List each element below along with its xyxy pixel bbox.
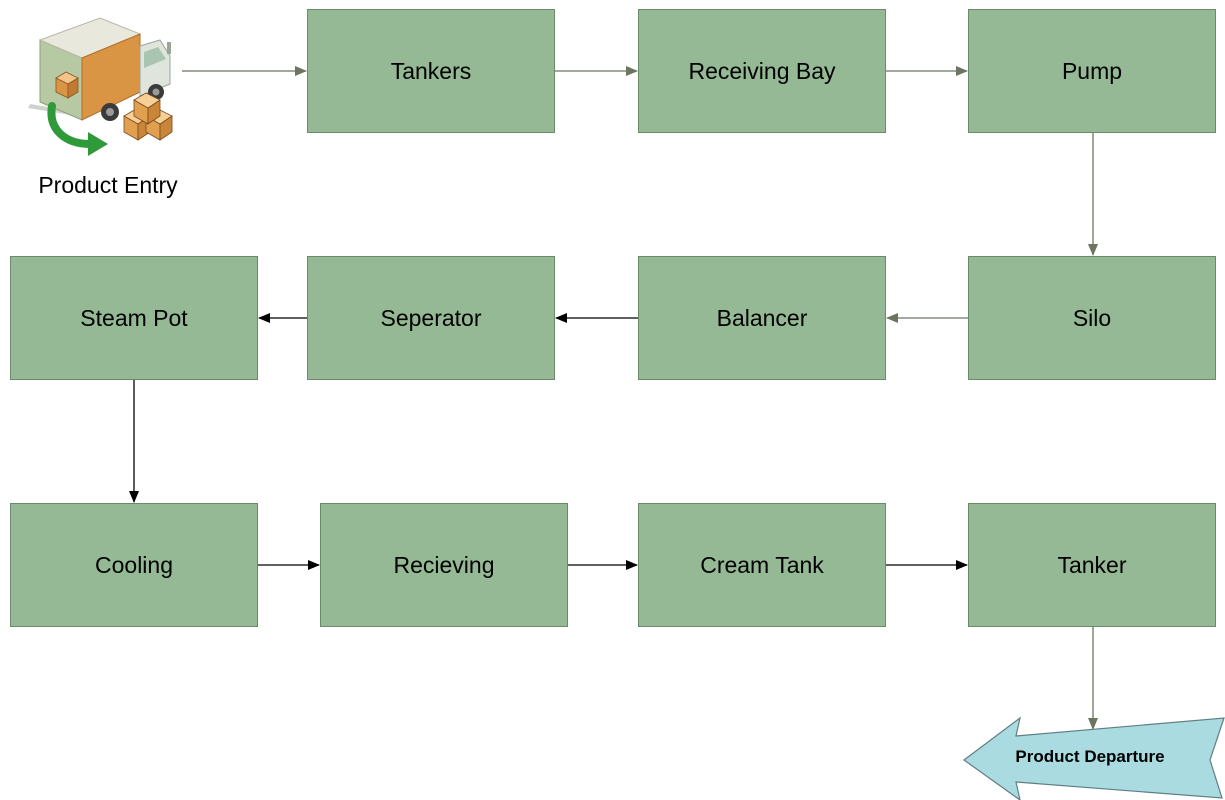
node-pump-label: Pump [1061, 57, 1123, 84]
delivery-truck-icon [28, 17, 173, 156]
node-tanker[interactable]: Tanker [968, 503, 1216, 627]
node-cooling-label: Cooling [95, 551, 173, 578]
departure-arrow-shape [962, 716, 1225, 800]
node-silo[interactable]: Silo [968, 256, 1216, 380]
node-tankers-label: Tankers [390, 57, 472, 84]
node-recieving[interactable]: Recieving [320, 503, 568, 627]
node-tankers[interactable]: Tankers [307, 9, 555, 133]
node-cream-tank[interactable]: Cream Tank [638, 503, 886, 627]
node-silo-label: Silo [1072, 304, 1112, 331]
node-pump[interactable]: Pump [968, 9, 1216, 133]
product-entry-label: Product Entry [38, 172, 178, 198]
node-cooling[interactable]: Cooling [10, 503, 258, 627]
node-seperator-label: Seperator [380, 304, 482, 331]
node-cream-tank-label: Cream Tank [700, 551, 824, 578]
node-seperator[interactable]: Seperator [307, 256, 555, 380]
node-steam-pot[interactable]: Steam Pot [10, 256, 258, 380]
node-tanker-label: Tanker [1057, 551, 1127, 578]
node-recieving-label: Recieving [393, 551, 495, 578]
node-balancer[interactable]: Balancer [638, 256, 886, 380]
node-steam-pot-label: Steam Pot [80, 304, 188, 331]
node-receiving-bay[interactable]: Receiving Bay [638, 9, 886, 133]
product-departure-label: Product Departure [1015, 747, 1165, 766]
node-balancer-label: Balancer [716, 304, 808, 331]
node-receiving-bay-label: Receiving Bay [688, 57, 836, 84]
